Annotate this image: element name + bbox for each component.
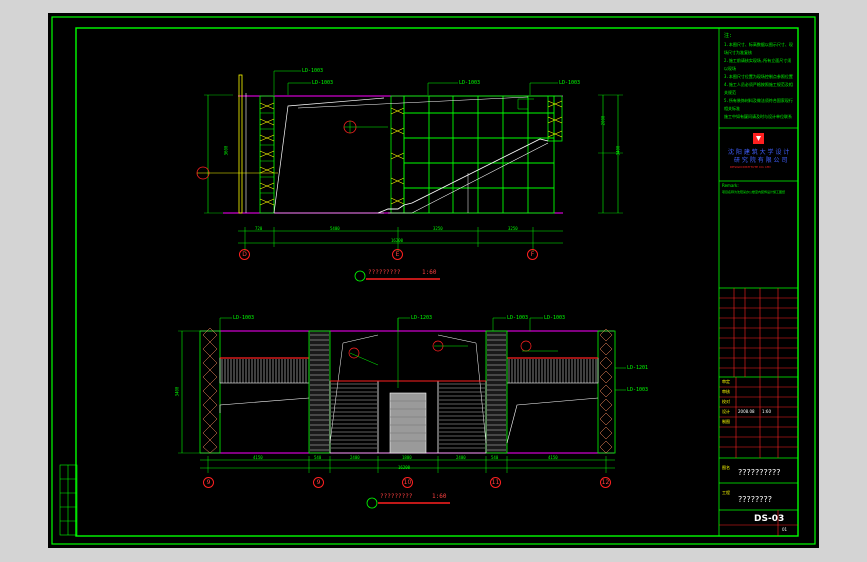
dimension: 720 [255, 226, 263, 231]
title-block-grid [719, 288, 798, 536]
material-tag: LD-1003 [559, 80, 581, 86]
material-tag: LD-1003 [233, 315, 255, 321]
grid-bubble: F [527, 249, 538, 260]
overall-dimension: 16200 [398, 465, 411, 470]
height-dimension: 2000 [600, 115, 606, 126]
elevation-top [196, 70, 623, 282]
row-label-design: 设计 [722, 409, 730, 414]
grid-bubble: E [392, 249, 403, 260]
binder-table [59, 464, 78, 536]
company-subtitle: DESIGN INSTITUTE CO. LTD [730, 165, 771, 169]
grid-bubble: 11 [490, 477, 501, 488]
elevation-scale-top: 1:60 [422, 269, 437, 276]
material-tag: LD-1003 [507, 315, 529, 321]
company-logo [753, 133, 764, 144]
cad-canvas [51, 16, 816, 545]
overall-dimension: 16200 [391, 238, 404, 243]
dimension: 3250 [433, 226, 443, 231]
sheet-value: ???????? [738, 495, 772, 504]
elevation-title-bottom: ????????? [380, 493, 413, 500]
material-tag: LD-1003 [312, 80, 334, 86]
outer-frame [51, 16, 816, 545]
notes-line: 3.本图尺寸位置为现场控制点参照位置 [724, 74, 793, 79]
company-name-line2: 研 究 院 有 限 公 司 [734, 157, 788, 164]
scale-value: 1:60 [762, 409, 771, 414]
grid-bubble: 9 [313, 477, 324, 488]
dimension: 540 [314, 455, 322, 460]
notes-header: 注: [724, 33, 733, 39]
company-name-line1: 沈 阳 建 筑 大 学 设 计 [728, 149, 790, 156]
notes-line: 施工中如有疑问请及时与设计单位联系 [724, 114, 792, 119]
notes-line: 4.施工人员必须严格按照施工规范及相关规范 [724, 82, 793, 95]
elevation-title-top: ????????? [368, 269, 401, 276]
drawing-name: ?????????? [738, 468, 781, 477]
material-tag: LD-1201 [627, 365, 649, 371]
height-dimension: 3600 [223, 145, 229, 156]
louvre-right [506, 357, 599, 384]
dimension: 2400 [350, 455, 360, 460]
dimension: 2400 [456, 455, 466, 460]
material-tag: LD-1003 [627, 387, 649, 393]
elevation-bottom [178, 317, 626, 509]
dimension: 5400 [330, 226, 340, 231]
material-tag: LD-1003 [544, 315, 566, 321]
grid-bubble: 12 [600, 477, 611, 488]
remark-text: 项目名称为沈阳某办公楼室内装饰设计施工图纸 [722, 190, 786, 194]
height-dimension: 3400 [615, 145, 621, 156]
notes-line: 1.本图尺寸、标高数据以图示尺寸、现场尺寸为准复核 [724, 42, 793, 55]
height-dimension: 3400 [174, 386, 180, 397]
row-label-approve: 审定 [722, 379, 730, 384]
sheet-label: 工程 [722, 490, 730, 495]
notes-list: 1.本图尺寸、标高数据以图示尺寸、现场尺寸为准复核 2.施工前请核实现场,所有立… [724, 41, 794, 121]
grid-bubble: 9 [203, 477, 214, 488]
material-tag: LD-1203 [411, 315, 433, 321]
notes-line: 5.所有装饰材料及做法须符合国家现行相关标准 [724, 98, 793, 111]
dimension: 540 [491, 455, 499, 460]
dimension: 3250 [508, 226, 518, 231]
notes-line: 2.施工前请核实现场,所有立面尺寸须以现场 [724, 58, 792, 71]
drawing-name-label: 图名 [722, 465, 730, 470]
dimension: 4150 [548, 455, 558, 460]
dimension: 1800 [402, 455, 412, 460]
material-tag: LD-1003 [459, 80, 481, 86]
row-label-draw: 制图 [722, 419, 730, 424]
remark-label: Remark: [722, 183, 739, 188]
title-block [718, 27, 799, 537]
grid-bubble: D [239, 249, 250, 260]
drawing-sheet: 注: 1.本图尺寸、标高数据以图示尺寸、现场尺寸为准复核 2.施工前请核实现场,… [48, 13, 819, 548]
elevation-scale-bottom: 1:60 [432, 493, 447, 500]
sheet-number: 01 [782, 527, 788, 532]
dimension: 4150 [253, 455, 263, 460]
grid-bubble: 10 [402, 477, 413, 488]
drawing-number: DS-03 [754, 514, 785, 524]
date-value: 2008.08 [738, 409, 755, 414]
material-tag: LD-1003 [302, 68, 324, 74]
louvre-left [219, 357, 310, 384]
row-label-check: 校对 [722, 399, 730, 404]
row-label-review: 审核 [722, 389, 730, 394]
